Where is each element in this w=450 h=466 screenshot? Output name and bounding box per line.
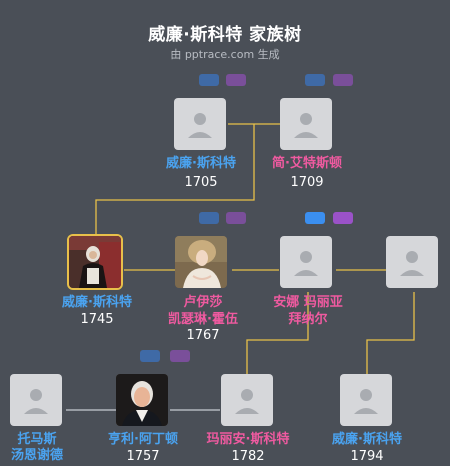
person-card-william-1745[interactable] (67, 234, 123, 290)
expand-parents-icon[interactable] (199, 74, 219, 86)
person-card-william-1794[interactable] (340, 374, 392, 426)
person-year: 1709 (290, 175, 324, 190)
page-subtitle: 由 pptrace.com 生成 (170, 48, 280, 61)
expand-parents-icon[interactable] (305, 74, 325, 86)
person-card-henry-1757[interactable] (116, 374, 168, 426)
expand-parents-icon[interactable] (140, 350, 160, 362)
person-name-line2: 凯瑟琳·霍伍 (168, 312, 238, 327)
person-name: 玛丽安·斯科特 (206, 432, 290, 447)
person-year: 1757 (126, 449, 160, 464)
person-name: 卢伊莎 (183, 295, 223, 310)
person-silhouette-icon (24, 389, 48, 414)
person-silhouette-icon (188, 113, 212, 138)
person-name: 威廉·斯科特 (62, 295, 132, 310)
person-card-jane-1709[interactable] (280, 98, 332, 150)
person-silhouette-icon (400, 251, 424, 276)
person-year: 1767 (186, 328, 220, 343)
person-silhouette-icon (354, 389, 378, 414)
person-name: 简·艾特斯顿 (272, 156, 342, 171)
expand-family-icon[interactable] (333, 212, 353, 224)
expand-parents-icon[interactable] (199, 212, 219, 224)
person-name: 威廉·斯科特 (332, 432, 402, 447)
person-card-thomas[interactable] (10, 374, 62, 426)
person-silhouette-icon (235, 389, 259, 414)
expand-family-icon[interactable] (170, 350, 190, 362)
person-card-anna-maria[interactable] (280, 236, 332, 288)
person-card-louisa-1767[interactable] (175, 236, 227, 288)
person-name: 亨利·阿丁顿 (108, 432, 178, 447)
portrait-image (116, 374, 168, 426)
person-card-unknown[interactable] (386, 236, 438, 288)
person-name: 安娜 玛丽亚 (273, 295, 343, 310)
person-card-william-1705[interactable] (174, 98, 226, 150)
person-name: 威廉·斯科特 (166, 156, 236, 171)
person-name-line2: 拜纳尔 (288, 312, 328, 327)
expand-family-icon[interactable] (226, 212, 246, 224)
person-year: 1745 (80, 312, 114, 327)
connector-line (95, 124, 255, 236)
connector-line (366, 292, 415, 374)
person-silhouette-icon (294, 113, 318, 138)
portrait-image (69, 236, 121, 288)
connector-line (246, 292, 309, 374)
expand-family-icon[interactable] (333, 74, 353, 86)
portrait-image (175, 236, 227, 288)
page-title: 威廉·斯科特 家族树 (148, 25, 302, 45)
person-year: 1794 (350, 449, 384, 464)
person-silhouette-icon (294, 251, 318, 276)
person-name: 托马斯 (17, 432, 57, 447)
person-card-maryanne-1782[interactable] (221, 374, 273, 426)
expand-parents-icon[interactable] (305, 212, 325, 224)
person-year: 1705 (184, 175, 218, 190)
person-name-line2: 汤恩谢德 (10, 448, 63, 463)
expand-family-icon[interactable] (226, 74, 246, 86)
person-year: 1782 (231, 449, 265, 464)
